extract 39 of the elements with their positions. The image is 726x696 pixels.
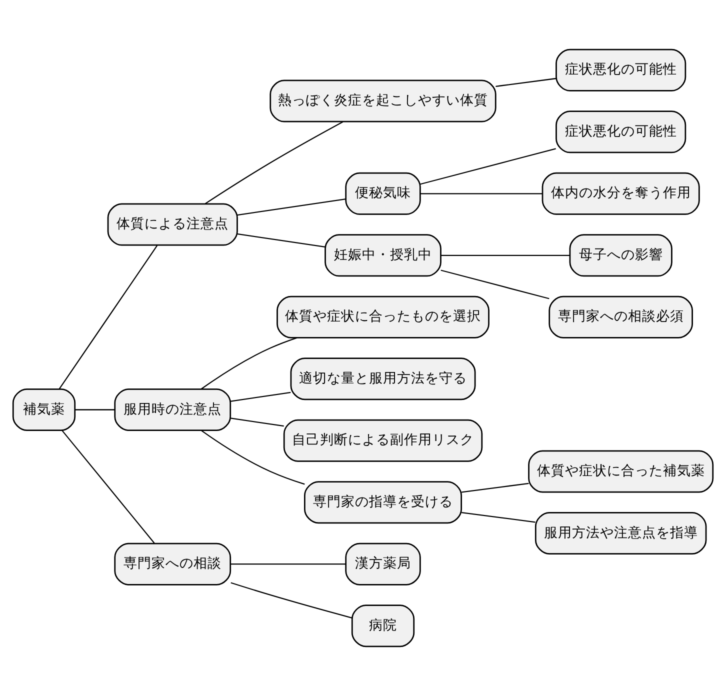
connector xyxy=(204,121,344,204)
node-box: 自己判断による副作用リスク xyxy=(283,419,483,462)
node-box: 補気薬 xyxy=(12,388,76,431)
connector xyxy=(230,418,284,427)
node-box: 専門家への相談 xyxy=(114,542,232,586)
connector xyxy=(496,78,556,87)
node-box: 専門家の指導を受ける xyxy=(304,481,462,524)
node-box: 妊娠中・授乳中 xyxy=(324,234,442,277)
connector xyxy=(75,409,114,410)
connector xyxy=(200,337,298,390)
node-box: 症状悪化の可能性 xyxy=(556,48,686,92)
node-box: 体質や症状に合った補気薬 xyxy=(528,450,714,493)
node-box: 適切な量と服用方法を守る xyxy=(290,358,476,400)
node-box: 病院 xyxy=(351,604,415,648)
connector xyxy=(200,430,305,485)
connector xyxy=(237,233,326,248)
node-box: 体質や症状に合ったものを選択 xyxy=(276,296,490,338)
node-box: 服用方法や注意点を指導 xyxy=(534,512,707,554)
node-box: 専門家への相談必須 xyxy=(548,296,693,338)
connector xyxy=(62,430,155,544)
node-box: 便秘気味 xyxy=(345,172,421,215)
connector xyxy=(420,193,542,194)
node-box: 母子への影響 xyxy=(569,234,672,277)
node-box: 漢方薬局 xyxy=(345,542,421,586)
node-box: 症状悪化の可能性 xyxy=(556,110,686,154)
node-box: 熱っぽく炎症を起こしやすい体質 xyxy=(270,80,496,122)
connector xyxy=(230,392,291,402)
connector xyxy=(420,148,556,185)
node-box: 体内の水分を奪う作用 xyxy=(542,172,700,215)
connector xyxy=(237,198,346,216)
node-box: 体質による注意点 xyxy=(107,203,238,246)
connector xyxy=(230,564,346,565)
node-box: 服用時の注意点 xyxy=(114,388,232,431)
connector xyxy=(440,254,570,256)
connector xyxy=(440,270,550,300)
connector xyxy=(58,245,158,390)
connector xyxy=(462,482,529,493)
connector xyxy=(230,582,352,618)
connector xyxy=(462,512,536,523)
